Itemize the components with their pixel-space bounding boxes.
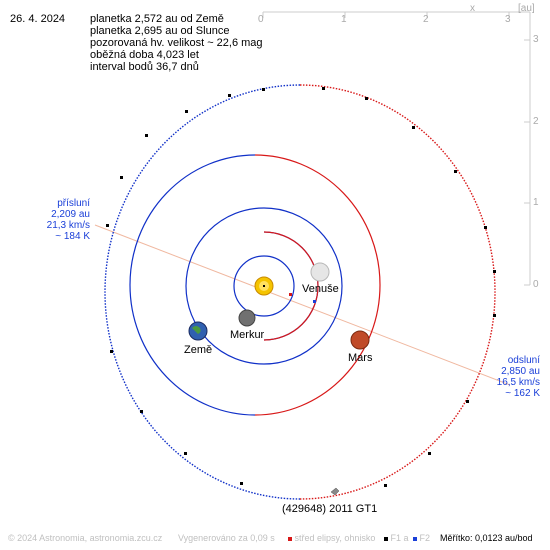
mercury-orbit xyxy=(233,255,295,317)
top-tick-label-1: 1 xyxy=(341,14,347,25)
legend-center-label: střed elipsy, ohnisko xyxy=(294,533,376,543)
earth-land xyxy=(192,326,201,334)
asteroid-label: (429648) 2011 GT1 xyxy=(282,503,378,515)
legend-a-label: a xyxy=(403,533,409,543)
focus-f1-marker xyxy=(263,285,265,287)
mars-orbit-right xyxy=(254,154,381,416)
perihelion-title: přísluní xyxy=(57,198,90,209)
apsidal-line xyxy=(94,224,511,386)
legend-center-marker xyxy=(288,536,292,541)
focus-f2-marker xyxy=(313,300,316,303)
top-tick-label-2: 2 xyxy=(423,14,429,25)
side-tick-label-0: 0 xyxy=(533,279,539,290)
legend-f2-marker xyxy=(413,536,417,541)
perihelion-speed: 21,3 km/s xyxy=(46,220,90,231)
earth-orbit xyxy=(185,207,343,365)
aphelion-title: odsluní xyxy=(507,355,540,366)
x-axis-letter: x xyxy=(470,3,475,14)
asteroid-orbit-blue xyxy=(104,84,301,500)
asteroid-orbit-red xyxy=(299,84,496,500)
mars-label: Mars xyxy=(348,352,373,364)
mars-orbit-left xyxy=(129,154,256,416)
side-tick-label-2: 2 xyxy=(533,116,539,127)
venus-icon xyxy=(310,262,330,282)
aphelion-distance: 2,850 au xyxy=(501,366,540,377)
legend-f2-label: F2 xyxy=(419,533,431,543)
top-tick-label-3: 3 xyxy=(505,14,511,25)
side-tick-label-3: 3 xyxy=(533,34,539,45)
legend-f1: F1 a xyxy=(384,533,409,543)
venus-orbit-right xyxy=(263,231,319,341)
side-tick-label-1: 1 xyxy=(533,197,539,208)
mercury-icon xyxy=(238,309,256,327)
info-interval: interval bodů 36,7 dnů xyxy=(90,61,199,73)
aphelion-speed: 16,5 km/s xyxy=(496,377,540,388)
info-magnitude: pozorovaná hv. velikost ~ 22,6 mag xyxy=(90,37,263,49)
generated-text: Vygenerováno za 0,09 s xyxy=(178,533,275,543)
mercury-label: Merkur xyxy=(230,329,265,341)
perihelion-distance: 2,209 au xyxy=(51,209,90,220)
mars-icon xyxy=(350,330,370,350)
info-panel: planetka 2,572 au od Země planetka 2,695… xyxy=(90,13,263,73)
ellipse-center-marker xyxy=(289,293,292,296)
legend-f1-marker xyxy=(384,536,388,541)
scale-label: Měřítko: 0,0123 au/bod xyxy=(440,533,533,543)
unit-label: [au] xyxy=(518,3,535,14)
date-label: 26. 4. 2024 xyxy=(10,13,66,25)
asteroid-interval-points xyxy=(106,87,496,487)
copyright-text: © 2024 Astronomia, astronomia.zcu.cz xyxy=(8,533,163,543)
asteroid-icon xyxy=(330,487,340,496)
legend-f2: F2 xyxy=(413,533,430,543)
legend-center: střed elipsy, ohnisko xyxy=(288,533,375,543)
venus-label: Venuše xyxy=(302,283,339,295)
info-earth-distance: planetka 2,572 au od Země xyxy=(90,13,224,25)
perihelion-info: přísluní 2,209 au 21,3 km/s ~ 184 K xyxy=(30,198,90,242)
top-tick-label-0: 0 xyxy=(258,14,264,25)
aphelion-temperature: ~ 162 K xyxy=(505,388,540,399)
earth-label: Země xyxy=(184,344,213,356)
aphelion-info: odsluní 2,850 au 16,5 km/s ~ 162 K xyxy=(478,355,540,399)
legend-f1-label: F1 xyxy=(390,533,402,543)
info-sun-distance: planetka 2,695 au od Slunce xyxy=(90,25,230,37)
perihelion-temperature: ~ 184 K xyxy=(55,231,90,242)
info-period: oběžná doba 4,023 let xyxy=(90,49,199,61)
